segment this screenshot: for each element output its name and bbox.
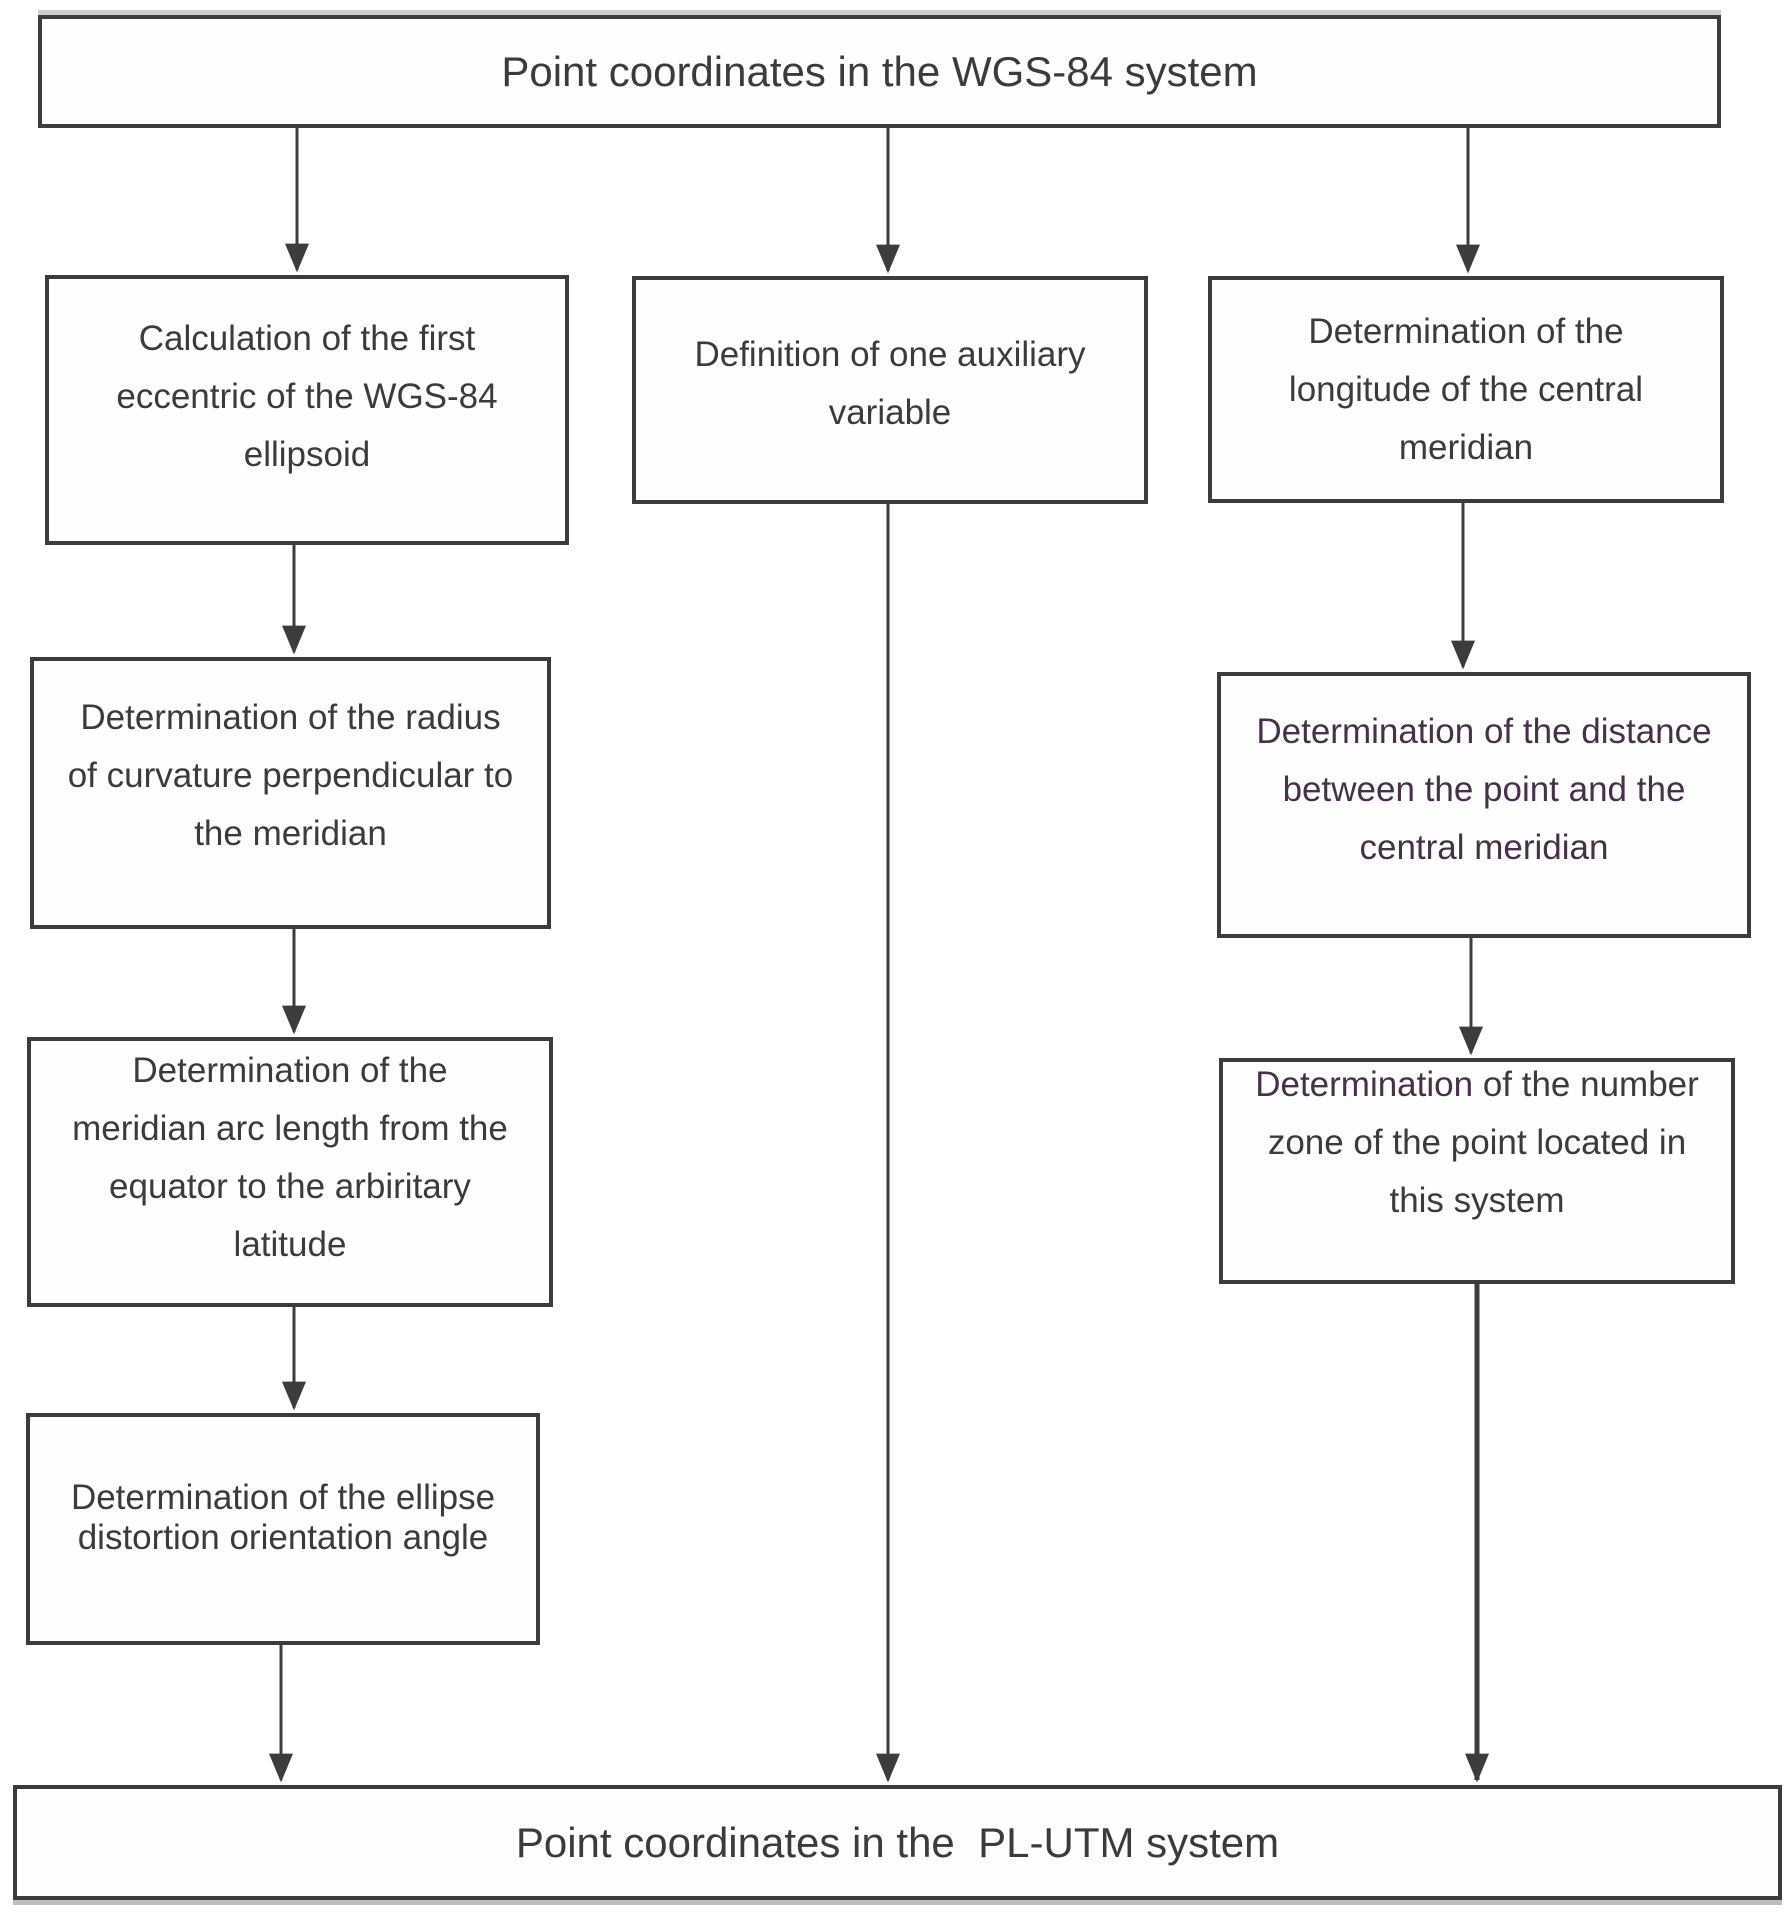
node-ellipse-distortion-angle: Determination of the ellipse distortion … (26, 1413, 540, 1645)
node-end-plutm: Point coordinates in the PL-UTM system (13, 1785, 1782, 1900)
node-zone-number-label: Determination of the number zone of the … (1255, 1056, 1699, 1230)
node-zone-number-label-highlight: Determination (1255, 1065, 1474, 1104)
node-start-label: Point coordinates in the WGS-84 system (501, 47, 1258, 95)
node-central-meridian-longitude-label: Determination of the longitude of the ce… (1288, 311, 1644, 467)
node-radius-of-curvature-label: Determination of the radius of curvature… (67, 698, 514, 853)
node-start-wgs84: Point coordinates in the WGS-84 system (38, 15, 1721, 128)
node-central-meridian-longitude: Determination of the longitude of the ce… (1208, 276, 1724, 503)
node-zone-number-label-rest: of the number zone of the point located … (1267, 1065, 1699, 1220)
node-auxiliary-variable-label: Definition of one auxiliary variable (694, 335, 1086, 432)
node-meridian-arc-length-label: Determination of the meridian arc length… (72, 1051, 508, 1264)
node-radius-of-curvature: Determination of the radius of curvature… (30, 657, 551, 929)
node-first-eccentric: Calculation of the first eccentric of th… (45, 275, 569, 545)
node-auxiliary-variable: Definition of one auxiliary variable (632, 276, 1148, 504)
node-meridian-arc-length: Determination of the meridian arc length… (27, 1037, 553, 1307)
node-first-eccentric-label: Calculation of the first eccentric of th… (116, 319, 498, 474)
node-zone-number: Determination of the number zone of the … (1219, 1058, 1735, 1284)
node-distance-to-central-meridian-label: Determination of the distance between th… (1256, 712, 1712, 867)
node-end-label: Point coordinates in the PL-UTM system (515, 1818, 1280, 1866)
node-ellipse-distortion-angle-label: Determination of the ellipse distortion … (70, 1478, 496, 1557)
node-distance-to-central-meridian: Determination of the distance between th… (1217, 672, 1751, 938)
